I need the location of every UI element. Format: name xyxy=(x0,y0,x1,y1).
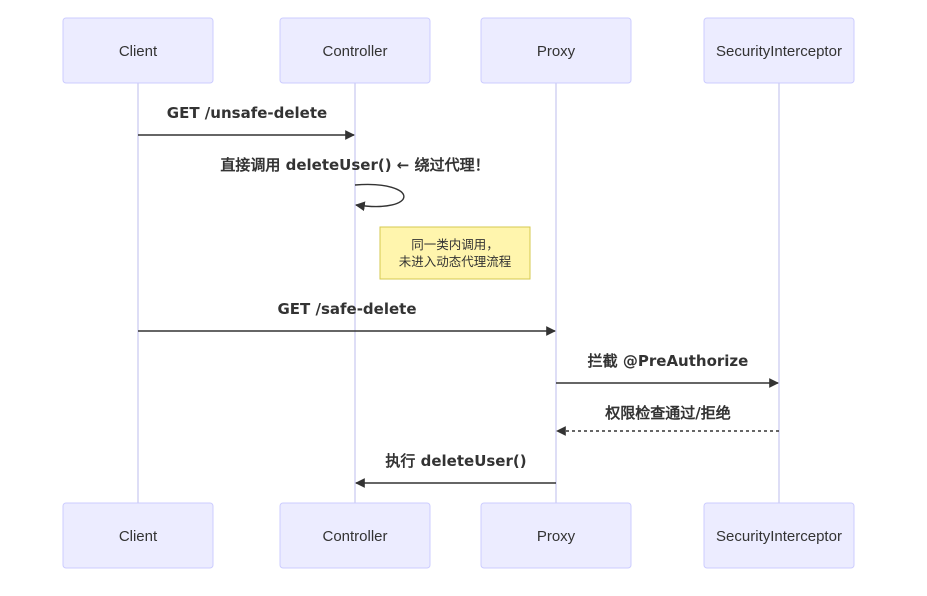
actor-securityinterceptor-top: SecurityInterceptor xyxy=(703,17,855,84)
note-line-2: 未进入动态代理流程 xyxy=(399,254,512,269)
message-get-unsafe-label: GET /unsafe-delete xyxy=(167,104,327,122)
message-auth-result-label: 权限检查通过/拒绝 xyxy=(604,404,730,422)
actor-proxy-top-label: Proxy xyxy=(537,43,576,60)
message-intercept: 拦截 @PreAuthorize xyxy=(556,352,779,388)
actor-controller-top-label: Controller xyxy=(322,43,387,60)
actor-client-top: Client xyxy=(62,17,214,84)
message-auth-result: 权限检查通过/拒绝 xyxy=(556,404,779,436)
message-self-call-arrow xyxy=(354,183,405,212)
message-execute: 执行 deleteUser() xyxy=(355,452,556,488)
actor-securityinterceptor-bottom: SecurityInterceptor xyxy=(703,502,855,569)
actor-client-top-label: Client xyxy=(119,43,158,60)
note-line-1: 同一类内调用， xyxy=(411,237,499,252)
actor-client-bottom: Client xyxy=(62,502,214,569)
actor-proxy-top: Proxy xyxy=(480,17,632,84)
message-get-safe: GET /safe-delete xyxy=(138,300,556,336)
message-self-call: 直接调用 deleteUser() ← 绕过代理！ xyxy=(220,156,490,212)
note-box xyxy=(379,226,531,280)
message-get-unsafe: GET /unsafe-delete xyxy=(138,104,355,140)
message-self-call-label: 直接调用 deleteUser() ← 绕过代理！ xyxy=(220,156,489,174)
actor-controller-bottom: Controller xyxy=(279,502,431,569)
message-get-safe-label: GET /safe-delete xyxy=(277,300,416,318)
message-execute-label: 执行 deleteUser() xyxy=(385,452,526,470)
lifelines xyxy=(137,83,780,503)
message-intercept-label: 拦截 @PreAuthorize xyxy=(588,352,749,370)
actor-proxy-bottom-label: Proxy xyxy=(537,528,576,545)
actor-proxy-bottom: Proxy xyxy=(480,502,632,569)
note: 同一类内调用， 未进入动态代理流程 xyxy=(379,226,531,280)
actor-securityinterceptor-bottom-label: SecurityInterceptor xyxy=(716,528,842,545)
actor-controller-top: Controller xyxy=(279,17,431,84)
actor-securityinterceptor-top-label: SecurityInterceptor xyxy=(716,43,842,60)
actor-controller-bottom-label: Controller xyxy=(322,528,387,545)
actor-client-bottom-label: Client xyxy=(119,528,158,545)
